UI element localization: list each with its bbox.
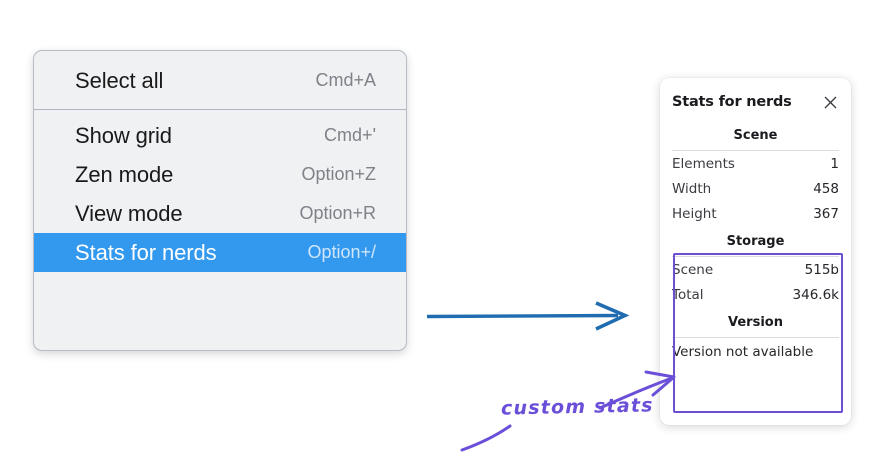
menu-item-label: View mode (75, 200, 183, 226)
close-icon[interactable] (821, 93, 839, 111)
menu-item-shortcut: Option+/ (307, 242, 376, 262)
menu-item-label: Select all (75, 67, 164, 93)
menu-item-label: Zen mode (75, 161, 174, 187)
section-title-version: Version (728, 315, 783, 330)
context-menu-group-2: Show grid Cmd+' Zen mode Option+Z View m… (34, 110, 406, 278)
blue-flow-arrow (426, 301, 630, 331)
stats-row-value: 515b (804, 261, 839, 278)
menu-item-stats-for-nerds[interactable]: Stats for nerds Option+/ (34, 233, 406, 272)
section-title-scene: Scene (733, 128, 778, 143)
stats-row-value: 367 (813, 205, 839, 222)
section-rule (672, 150, 839, 151)
stats-row-height: Height 367 (672, 201, 839, 226)
stats-row-key: Scene (672, 261, 714, 278)
stats-row-value: 458 (813, 180, 839, 197)
stats-row-value: 1 (830, 155, 839, 172)
version-not-available-text: Version not available (672, 344, 814, 360)
stats-row-elements: Elements 1 (672, 151, 839, 176)
stats-row-width: Width 458 (672, 176, 839, 201)
stats-row-key: Elements (672, 155, 735, 172)
stats-row-key: Height (672, 205, 717, 222)
section-rule (672, 337, 839, 338)
menu-item-shortcut: Cmd+A (315, 70, 376, 90)
custom-stats-annotation-arrows (460, 370, 676, 452)
menu-item-shortcut: Option+R (299, 203, 376, 223)
menu-item-shortcut: Option+Z (301, 164, 376, 184)
stats-row-storage-total: Total 346.6k (672, 282, 839, 307)
stats-panel-header: Stats for nerds (672, 78, 839, 120)
menu-item-label: Stats for nerds (75, 239, 217, 265)
menu-divider (34, 109, 406, 110)
stats-row-storage-scene: Scene 515b (672, 257, 839, 282)
menu-item-show-grid[interactable]: Show grid Cmd+' (34, 116, 406, 155)
menu-item-select-all[interactable]: Select all Cmd+A (34, 61, 406, 100)
menu-item-view-mode[interactable]: View mode Option+R (34, 194, 406, 233)
menu-item-label: Show grid (75, 122, 172, 148)
stats-for-nerds-panel: Stats for nerds Scene Elements 1 Width 4… (660, 78, 851, 425)
stats-row-key: Width (672, 180, 712, 197)
section-rule (672, 256, 839, 257)
section-title-storage: Storage (726, 234, 785, 249)
menu-item-zen-mode[interactable]: Zen mode Option+Z (34, 155, 406, 194)
stats-panel-title: Stats for nerds (672, 94, 792, 110)
stats-row-value: 346.6k (792, 286, 839, 303)
context-menu: Select all Cmd+A Show grid Cmd+' Zen mod… (33, 50, 407, 351)
menu-item-shortcut: Cmd+' (324, 125, 376, 145)
context-menu-group-1: Select all Cmd+A (34, 51, 406, 109)
stats-row-key: Total (672, 286, 704, 303)
